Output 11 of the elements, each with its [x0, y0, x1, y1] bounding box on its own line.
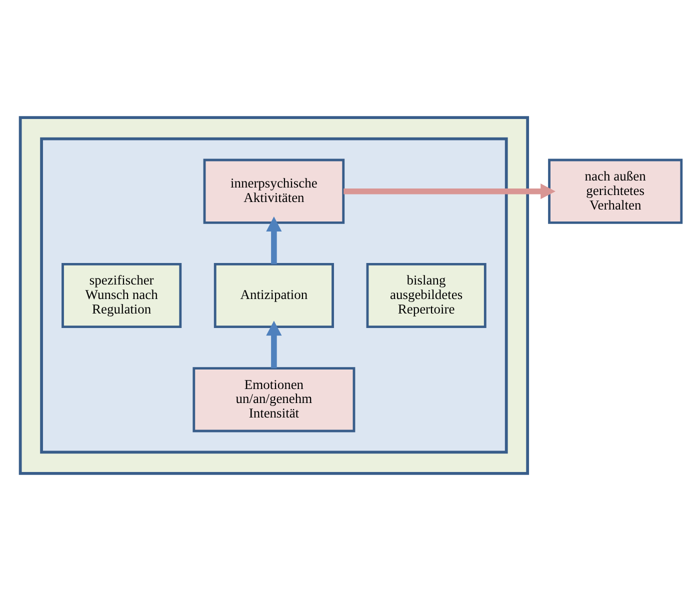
node-box: bislang ausgebildetes Repertoire	[366, 262, 486, 328]
arrow	[266, 320, 282, 368]
arrow	[344, 184, 556, 200]
arrow	[266, 216, 282, 264]
cluster	[18, 116, 530, 475]
node-box: Emotionen un/an/genehm Intensität	[192, 367, 356, 432]
node-box: innerpsychische Aktivitäten	[203, 158, 345, 224]
node-box: nach außen gerichtetes Verhalten	[548, 158, 683, 224]
node-box: Antizipation	[214, 262, 334, 328]
cluster	[40, 137, 508, 454]
node-box: spezifischer Wunsch nach Regulation	[62, 262, 182, 328]
